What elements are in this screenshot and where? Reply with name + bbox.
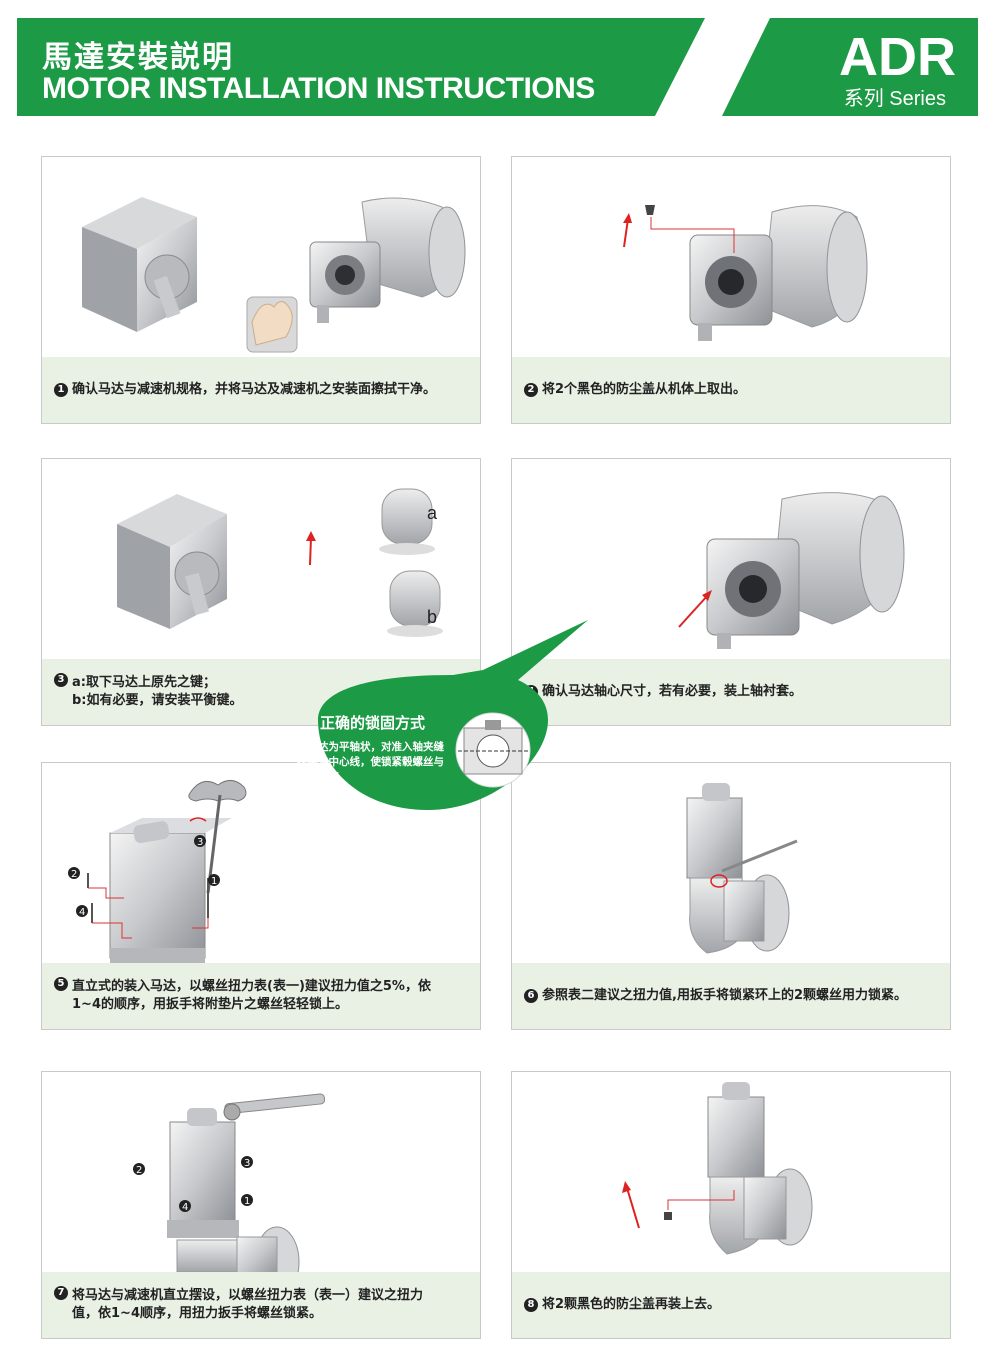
bubble-text: 当马达为平轴状，对准入轴夹缝在平轴中心线，使锁紧毂螺丝与轴呈垂直。 — [297, 741, 444, 783]
bolt-number-2: 2 — [136, 1165, 142, 1176]
gearbox-icon — [689, 205, 868, 341]
bolt-number-2: 2 — [71, 869, 77, 880]
step-text: 确认马达轴心尺寸，若有必要，装上轴衬套。 — [542, 684, 803, 699]
header-banner-shape — [17, 18, 705, 116]
bubble-title: 正确的锁固方式 — [320, 714, 426, 732]
series-badge: ADR 系列 Series — [722, 18, 978, 116]
step-text: 参照表二建议之扭力值,用扳手将锁紧环上的2颗螺丝用力锁紧。 — [542, 988, 907, 1003]
bolt-number-4: 4 — [182, 1202, 188, 1213]
step-panel-2: 2 将2个黑色的防尘盖从机体上取出。 — [511, 156, 951, 424]
bolt-number-3: 3 — [197, 837, 203, 848]
step-7-illustration: 2 3 1 4 — [133, 1093, 326, 1277]
motor-icon — [82, 197, 197, 332]
key-a-icon — [379, 488, 435, 555]
torque-wrench-icon — [223, 1093, 326, 1121]
step-6-caption: 6 参照表二建议之扭力值,用扳手将锁紧环上的2颗螺丝用力锁紧。 — [512, 963, 950, 1029]
motor-vertical-icon — [167, 1108, 239, 1238]
up-arrow-icon — [306, 531, 316, 566]
step-text: 确认马达与减速机规格，并将马达及减速机之安装面擦拭干净。 — [72, 382, 437, 397]
step-4-illustration — [678, 492, 905, 649]
shaft-clamp-diagram — [455, 712, 531, 788]
page-title-en: MOTOR INSTALLATION INSTRUCTIONS — [42, 72, 595, 105]
bolt-icons — [87, 873, 209, 923]
step-number: 2 — [524, 383, 538, 397]
step-3-illustration: a b — [117, 488, 443, 637]
elbow-gearbox-icon — [709, 1168, 813, 1255]
rotation-arrow — [710, 874, 728, 888]
step-6-illustration — [686, 783, 798, 954]
leader-line — [650, 217, 735, 253]
step-4-caption: 4 确认马达轴心尺寸，若有必要，装上轴衬套。 — [512, 659, 950, 725]
bolt-number-3: 3 — [244, 1158, 250, 1169]
step-text: 将马达与减速机直立摆设，以螺丝扭力表（表一）建议之扭力 值，依1~4顺序，用扭力… — [72, 1288, 424, 1321]
step-1-caption: 1 确认马达与减速机规格，并将马达及减速机之安装面擦拭干净。 — [42, 357, 480, 423]
page-title-cn: 馬達安裝説明 — [42, 40, 234, 75]
bolt-number-1: 1 — [244, 1196, 250, 1207]
step-panel-8: 8 将2颗黑色的防尘盖再装上去。 — [511, 1071, 951, 1339]
step-8-illustration — [622, 1082, 813, 1255]
step-2-illustration — [623, 205, 868, 341]
motor-vertical-icon — [707, 1082, 765, 1178]
step-panel-6: 6 参照表二建议之扭力值,用扳手将锁紧环上的2颗螺丝用力锁紧。 — [511, 762, 951, 1030]
key-b-icon — [387, 570, 443, 637]
step-7-caption: 7 将马达与减速机直立摆设，以螺丝扭力表（表一）建议之扭力 值，依1~4顺序，用… — [42, 1272, 480, 1338]
motor-icon — [117, 494, 227, 629]
series-badge-shape — [722, 18, 978, 116]
locking-method-bubble — [318, 620, 588, 810]
step-panel-3: a b 3 a:取下马达上原先之键； b:如有必要，请安装平衡键。 — [41, 458, 481, 726]
dust-cap-icon — [664, 1212, 672, 1220]
arrow-icon — [678, 590, 712, 628]
header-banner: 馬達安裝説明 MOTOR INSTALLATION INSTRUCTIONS — [17, 18, 705, 116]
step-text: a:取下马达上原先之键； b:如有必要，请安装平衡键。 — [72, 675, 243, 708]
label-a: a — [427, 503, 438, 523]
step-number: 7 — [54, 1286, 68, 1300]
up-arrow-icon — [622, 1181, 640, 1229]
motor-vertical-icon — [686, 783, 743, 879]
bolt-number-1: 1 — [211, 876, 217, 887]
step-8-caption: 8 将2颗黑色的防尘盖再装上去。 — [512, 1272, 950, 1338]
allen-key-icon — [721, 839, 798, 873]
elbow-gearbox-icon — [176, 1226, 300, 1277]
step-number: 8 — [524, 1298, 538, 1312]
up-arrow-icon — [623, 213, 632, 248]
elbow-gearbox-icon — [689, 874, 790, 954]
leader-line — [667, 1190, 735, 1210]
step-text: 将2个黑色的防尘盖从机体上取出。 — [542, 382, 747, 397]
step-text: 将2颗黑色的防尘盖再装上去。 — [542, 1297, 721, 1312]
series-label: 系列 Series — [843, 88, 946, 110]
step-2-caption: 2 将2个黑色的防尘盖从机体上取出。 — [512, 357, 950, 423]
step-number: 5 — [54, 977, 68, 991]
step-panel-1: 1 确认马达与减速机规格，并将马达及减速机之安装面擦拭干净。 — [41, 156, 481, 424]
bolt-number-4: 4 — [79, 907, 85, 918]
step-panel-4: 4 确认马达轴心尺寸，若有必要，装上轴衬套。 — [511, 458, 951, 726]
step-number: 6 — [524, 989, 538, 1003]
model-name: ADR — [839, 27, 956, 87]
step-5-caption: 5 直立式的装入马达，以螺丝扭力表(表一)建议扭力值之5%，依 1~4的顺序，用… — [42, 963, 480, 1029]
dust-cap-icon — [645, 205, 655, 215]
step-1-illustration — [82, 197, 466, 353]
step-text: 直立式的装入马达，以螺丝扭力表(表一)建议扭力值之5%，依 1~4的顺序，用扳手… — [72, 979, 431, 1012]
step-panel-7: 2 3 1 4 7 将马达与减速机直立摆设，以螺丝扭力表（表一）建议之扭力 值，… — [41, 1071, 481, 1339]
wiping-hand-icon — [246, 296, 298, 353]
gearbox-icon — [706, 492, 905, 649]
rotation-arrow — [189, 817, 207, 822]
gearbox-icon — [309, 197, 466, 323]
label-b: b — [427, 607, 437, 627]
step-number: 3 — [54, 673, 68, 687]
step-number: 1 — [54, 383, 68, 397]
